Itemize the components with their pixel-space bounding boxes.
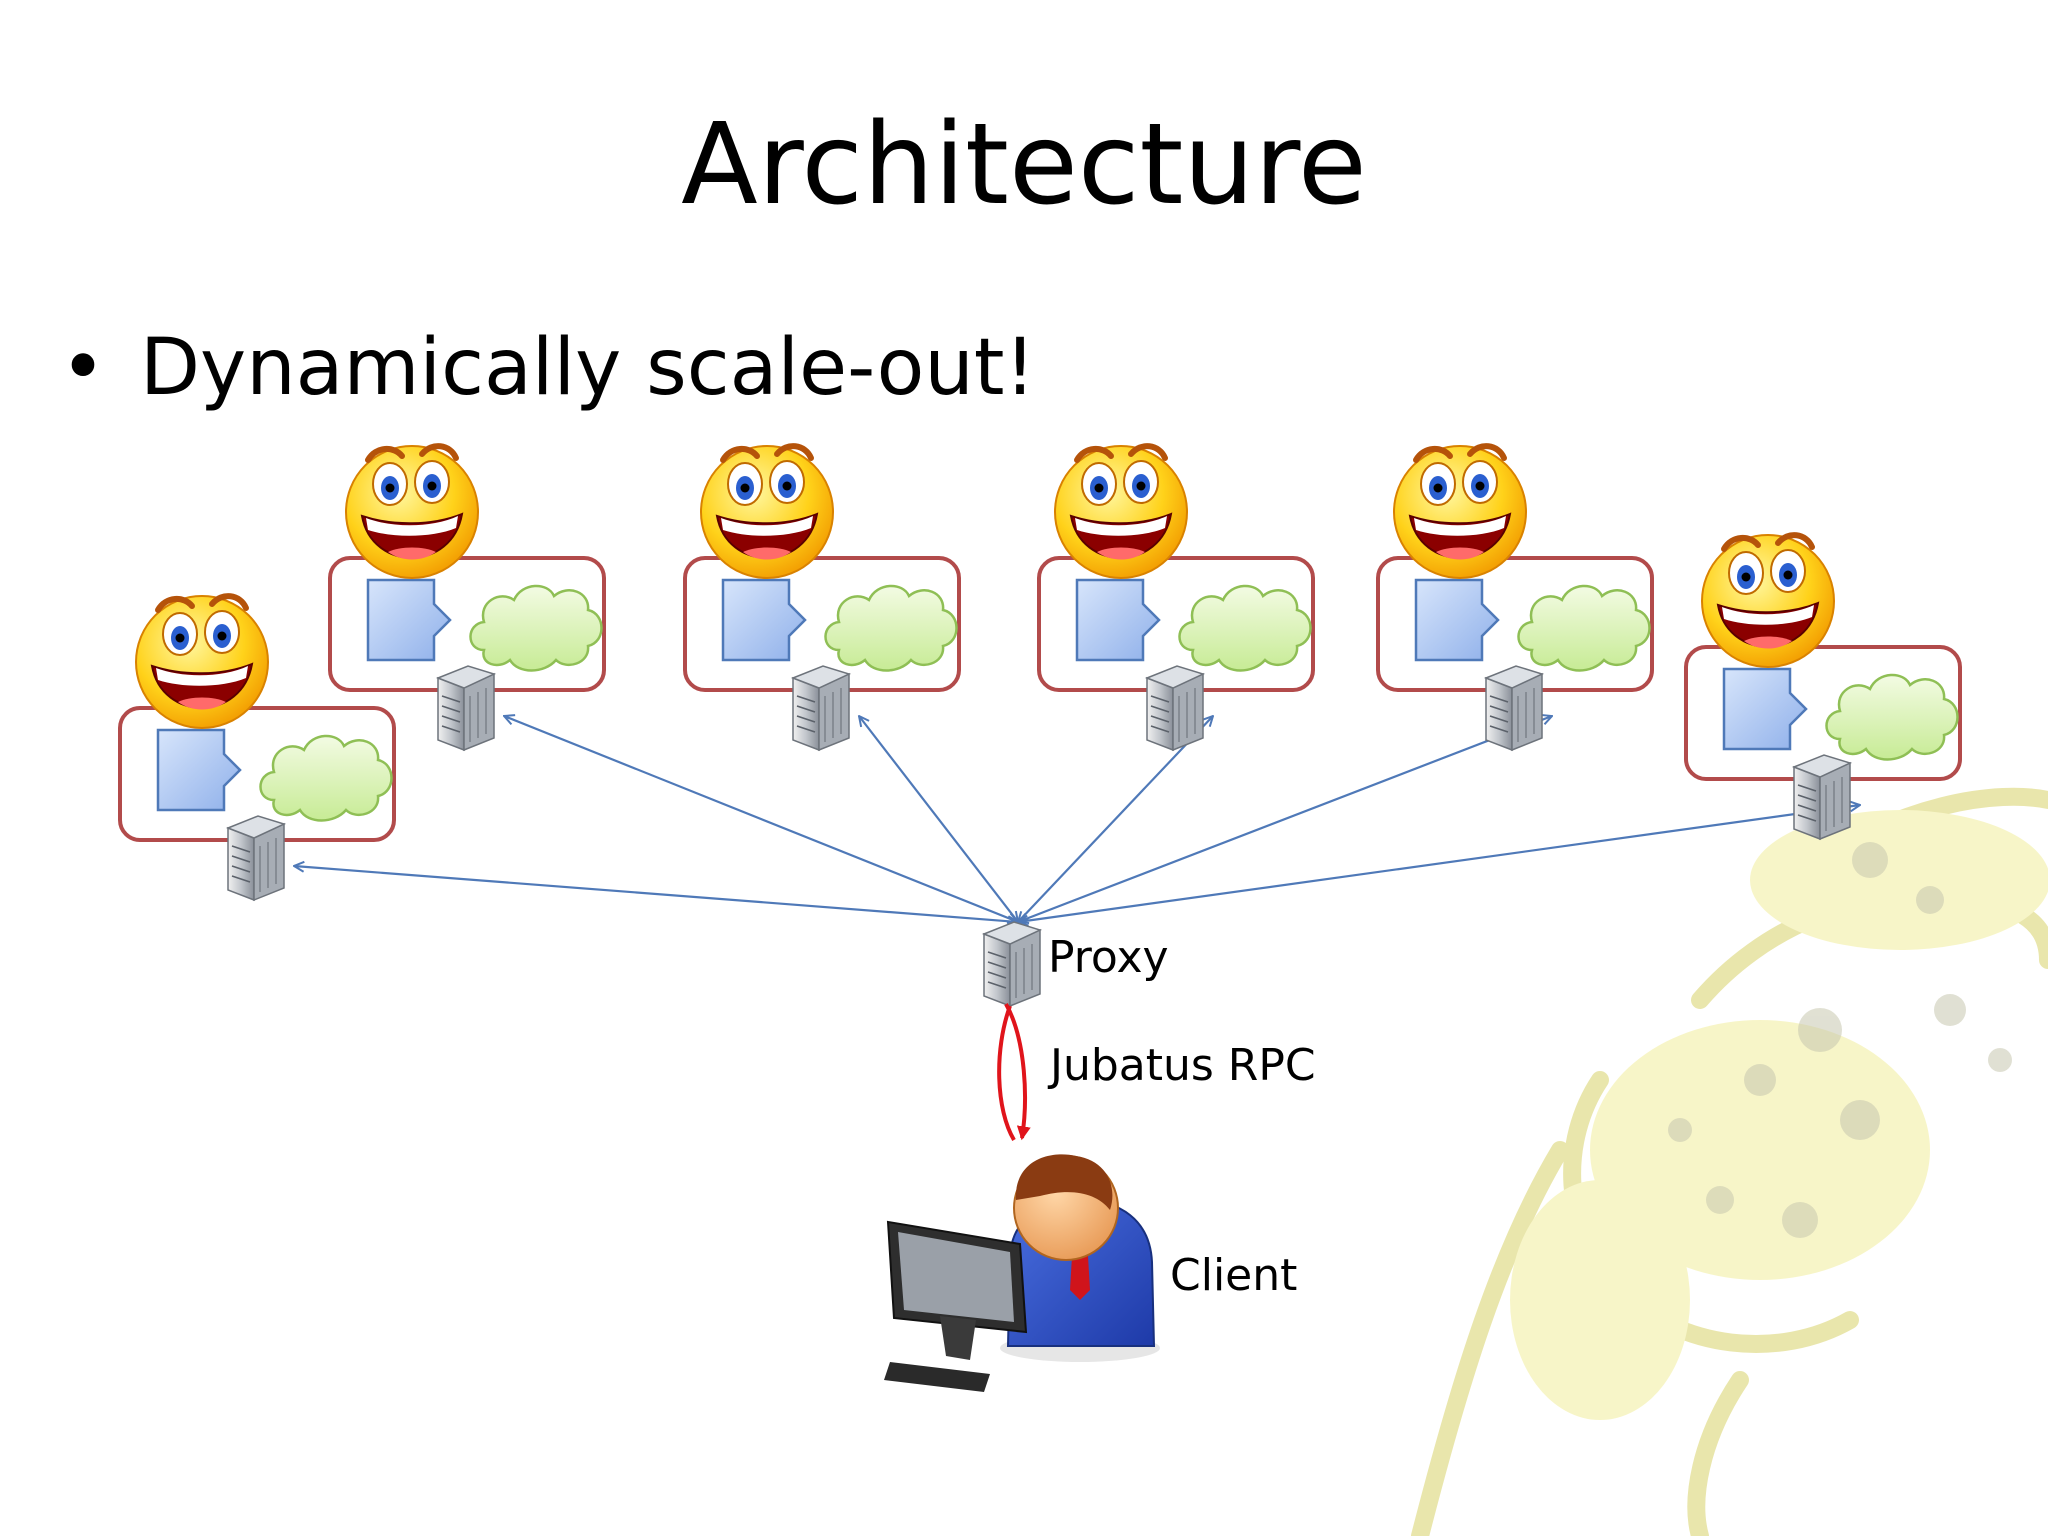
server-node-6 <box>1684 535 1962 840</box>
laughing-smiley-icon <box>1702 535 1834 667</box>
client-label: Client <box>1170 1250 1298 1301</box>
bullet-text: Dynamically scale-out! <box>140 323 1036 413</box>
laughing-smiley-icon <box>1055 446 1187 578</box>
jubatus-rpc-label: Jubatus RPC <box>1050 1040 1316 1091</box>
link-arrow <box>1018 716 1552 922</box>
proxy-links <box>294 716 1860 922</box>
server-node-3 <box>683 446 961 751</box>
laughing-smiley-icon <box>346 446 478 578</box>
server-tower-icon <box>1146 665 1204 751</box>
server-node-2 <box>328 446 606 751</box>
link-arrow <box>1018 716 1213 922</box>
server-tower-icon <box>1793 754 1851 840</box>
server-tower-icon <box>1485 665 1543 751</box>
rpc-arrow-down <box>1004 1003 1031 1141</box>
link-arrow <box>294 866 1018 922</box>
server-node-4 <box>1037 446 1315 751</box>
server-tower-icon <box>437 665 495 751</box>
server-tower-icon <box>227 815 285 901</box>
link-arrow <box>1018 805 1860 922</box>
link-arrow <box>504 716 1018 922</box>
bullet-item: • Dynamically scale-out! <box>60 318 1036 418</box>
user-at-computer-icon <box>884 1154 1160 1392</box>
proxy-and-client <box>884 921 1160 1392</box>
laughing-smiley-icon <box>701 446 833 578</box>
laughing-smiley-icon <box>1394 446 1526 578</box>
link-arrow <box>859 716 1018 922</box>
laughing-smiley-icon <box>136 596 268 728</box>
server-node-5 <box>1376 446 1654 751</box>
server-tower-icon <box>792 665 850 751</box>
server-nodes <box>118 446 1962 901</box>
proxy-label: Proxy <box>1048 932 1169 983</box>
slide-title: Architecture <box>681 100 1367 230</box>
proxy-server-icon <box>983 921 1041 1007</box>
bullet-marker: • <box>60 323 107 413</box>
server-node-1 <box>118 596 396 901</box>
rpc-arrow-up <box>997 1005 1016 1142</box>
